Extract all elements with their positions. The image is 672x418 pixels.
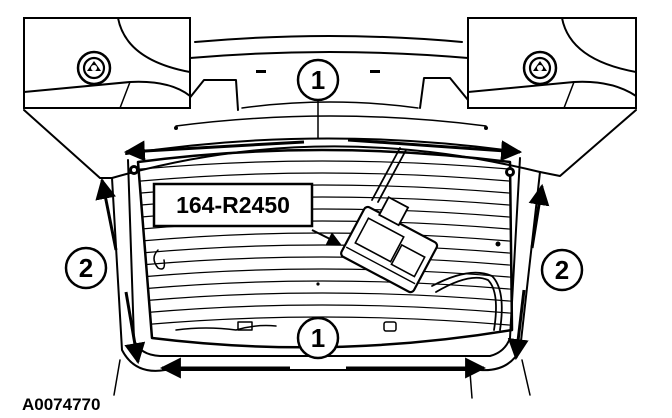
detail-inset-left xyxy=(23,17,191,109)
callout-bottom-number: 1 xyxy=(311,323,325,353)
liftgate-glass xyxy=(136,148,514,349)
tool-label-box: 164-R2450 xyxy=(152,182,314,228)
detail-inset-right xyxy=(467,17,637,109)
glass-fastener-left xyxy=(129,165,139,175)
callout-top: 1 xyxy=(296,58,340,102)
fastener-nut-right-icon xyxy=(522,50,558,86)
dimension-arrows xyxy=(95,100,550,379)
callout-top-number: 1 xyxy=(311,65,325,95)
callout-left: 2 xyxy=(64,246,108,290)
glass-removal-tool xyxy=(340,147,503,331)
glass-fastener-right xyxy=(505,167,515,177)
callout-right-number: 2 xyxy=(555,255,569,285)
callout-bottom: 1 xyxy=(296,316,340,360)
callout-right: 2 xyxy=(540,248,584,292)
callout-left-number: 2 xyxy=(79,253,93,283)
tool-label-text: 164-R2450 xyxy=(176,192,290,218)
figure-id: A0074770 xyxy=(22,395,100,414)
fastener-nut-left-icon xyxy=(76,50,112,86)
roof-structure xyxy=(174,35,488,130)
